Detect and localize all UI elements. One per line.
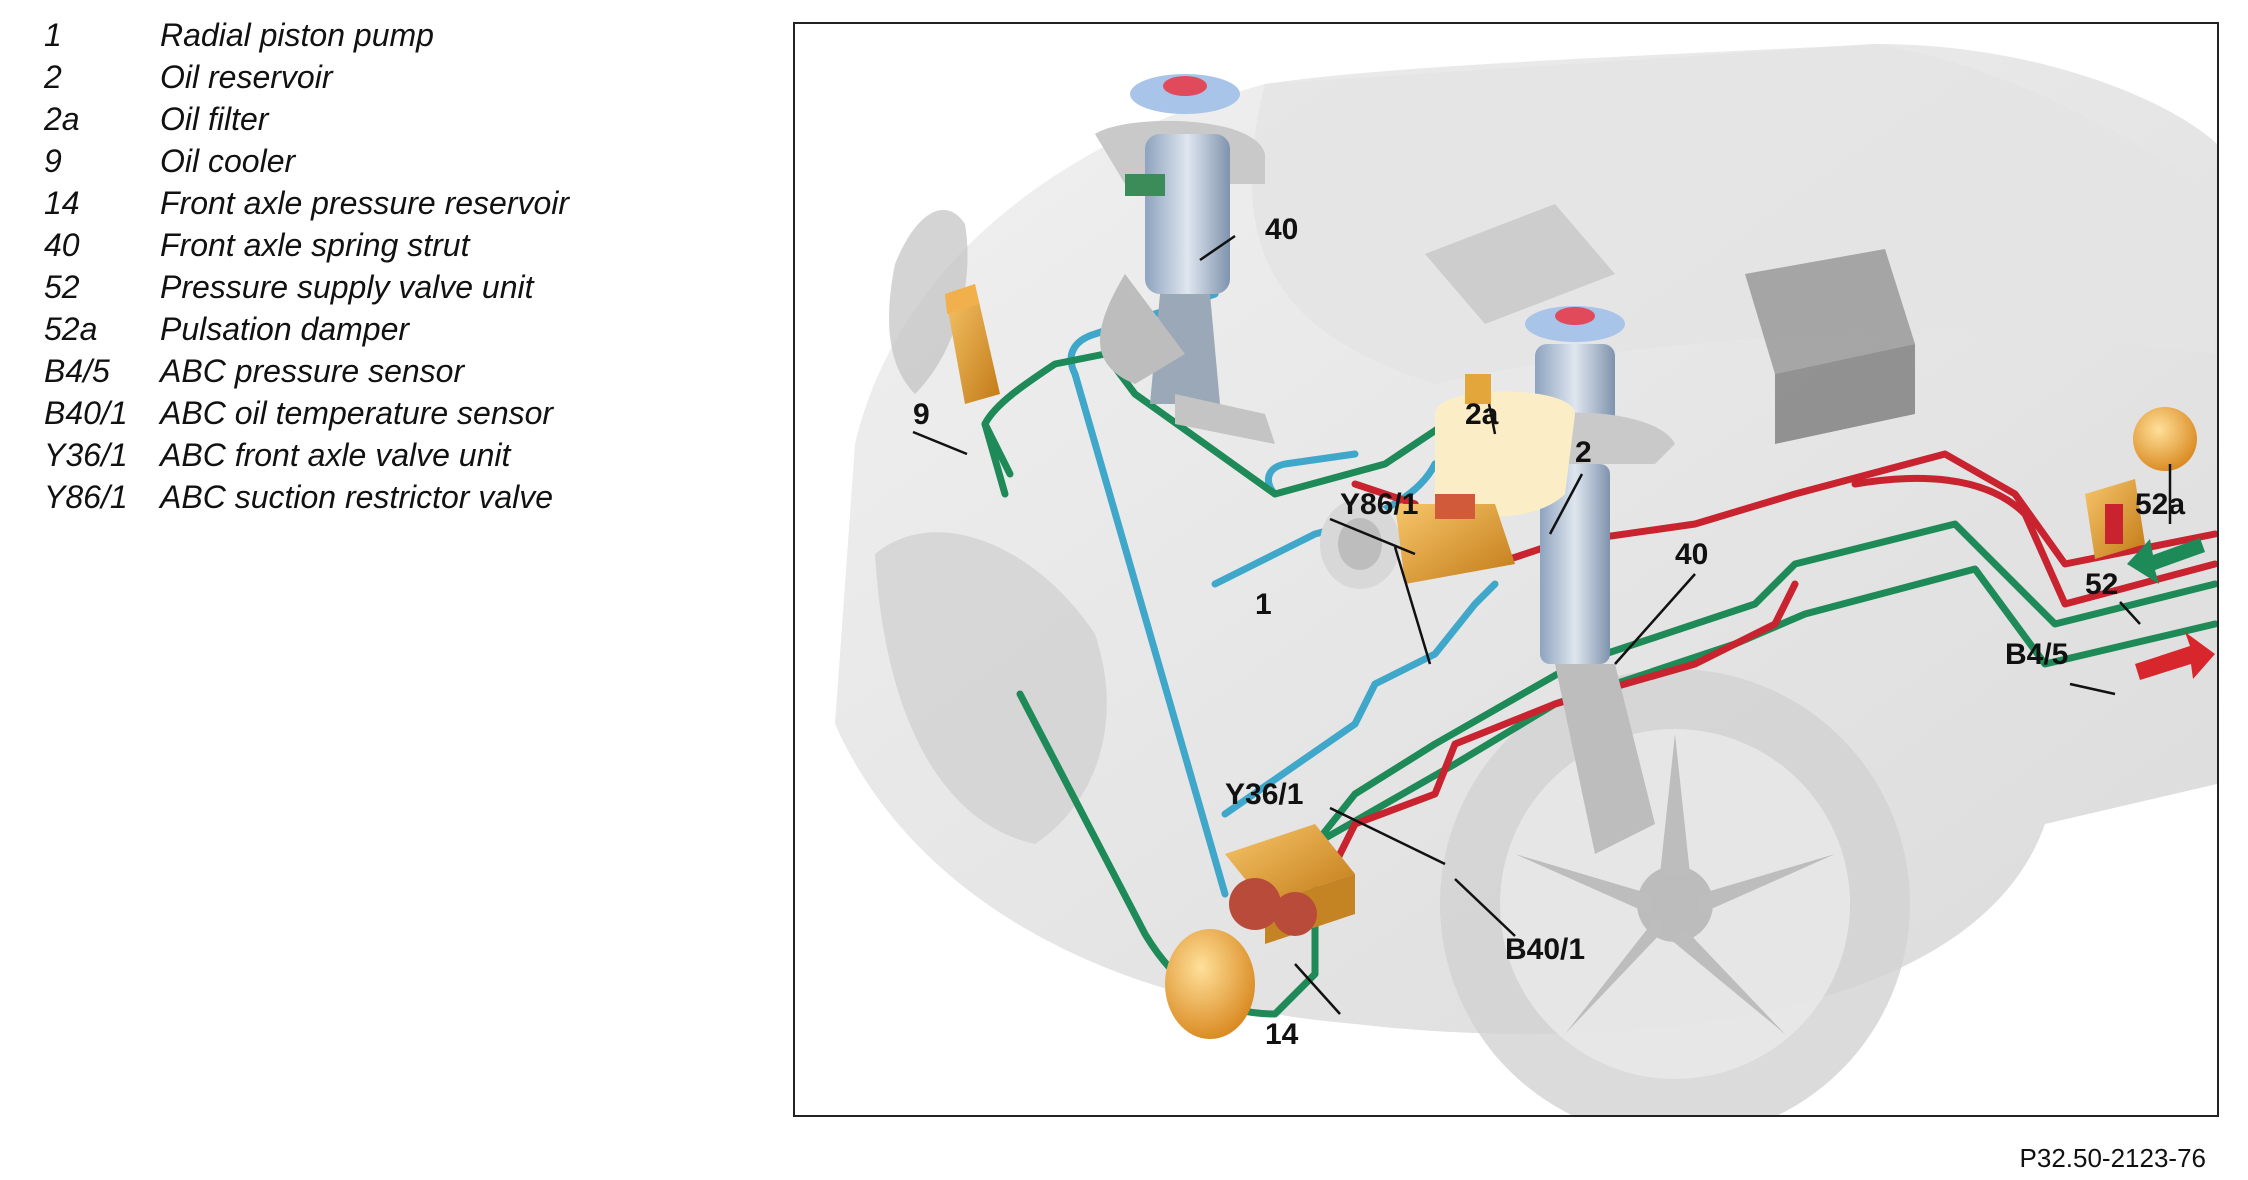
legend-code: 2 <box>44 59 62 95</box>
legend-item: Y36/1 ABC front axle valve unit <box>44 434 764 476</box>
legend-item: 52 Pressure supply valve unit <box>44 266 764 308</box>
pressure-flow-arrow <box>2135 632 2215 680</box>
legend-code: Y36/1 <box>44 437 128 473</box>
legend-item: 14 Front axle pressure reservoir <box>44 182 764 224</box>
legend-code: 1 <box>44 17 62 53</box>
legend-label: ABC suction restrictor valve <box>160 479 554 515</box>
legend-item: 2a Oil filter <box>44 98 764 140</box>
legend-code: 52 <box>44 269 80 305</box>
callout-1: 1 <box>1255 588 1272 621</box>
callout-b40-1: B40/1 <box>1505 933 1585 966</box>
legend-item: Y86/1 ABC suction restrictor valve <box>44 476 764 518</box>
front-axle-pressure-reservoir <box>1165 929 1255 1039</box>
legend-code: 40 <box>44 227 80 263</box>
flow-arrows <box>2127 538 2215 680</box>
legend-label: Oil reservoir <box>160 59 333 95</box>
radial-piston-pump <box>1320 494 1515 589</box>
front-axle-valve-unit <box>1225 824 1355 944</box>
callout-52a: 52a <box>2135 488 2185 521</box>
legend-item: B4/5 ABC pressure sensor <box>44 350 764 392</box>
legend-code: 2a <box>44 101 80 137</box>
callout-b4-5: B4/5 <box>2005 638 2068 671</box>
legend-item: 1 Radial piston pump <box>44 14 764 56</box>
callout-2: 2 <box>1575 436 1592 469</box>
legend-item: 9 Oil cooler <box>44 140 764 182</box>
legend-code: Y86/1 <box>44 479 128 515</box>
callout-y86-1: Y86/1 <box>1340 488 1418 521</box>
legend-label: Front axle spring strut <box>160 227 470 263</box>
battery <box>1745 249 1915 444</box>
figure-reference-code: P32.50-2123-76 <box>2019 1143 2206 1173</box>
oil-cooler <box>945 284 1000 404</box>
leader-lines <box>912 234 2172 1015</box>
callout-labels: 40 9 2a 2 Y86/1 1 40 52a 52 B4/5 Y36/1 B… <box>913 213 2185 1051</box>
legend-label: Oil cooler <box>160 143 296 179</box>
callout-y36-1: Y36/1 <box>1225 778 1303 811</box>
legend-item: 2 Oil reservoir <box>44 56 764 98</box>
legend-label: Pulsation damper <box>160 311 410 347</box>
oil-reservoir <box>1435 374 1575 517</box>
callout-40-right: 40 <box>1675 538 1708 571</box>
callout-2a: 2a <box>1465 398 1499 431</box>
legend-item: 52a Pulsation damper <box>44 308 764 350</box>
return-flow-arrow <box>2127 538 2205 584</box>
legend-code: 9 <box>44 143 62 179</box>
legend-item: B40/1 ABC oil temperature sensor <box>44 392 764 434</box>
legend-label: ABC pressure sensor <box>160 353 465 389</box>
diagram-frame: 40 9 2a 2 Y86/1 1 40 52a 52 B4/5 Y36/1 B… <box>793 22 2219 1117</box>
callout-9: 9 <box>913 398 930 431</box>
legend-code: 14 <box>44 185 80 221</box>
legend-label: Oil filter <box>160 101 269 137</box>
callout-40: 40 <box>1265 213 1298 246</box>
legend-code: B4/5 <box>44 353 110 389</box>
callout-52: 52 <box>2085 568 2118 601</box>
pressure-supply-valve-unit <box>2085 479 2145 559</box>
legend-label: ABC front axle valve unit <box>160 437 511 473</box>
pulsation-damper <box>2133 407 2197 471</box>
legend-label: ABC oil temperature sensor <box>160 395 554 431</box>
legend-label: Front axle pressure reservoir <box>160 185 570 221</box>
legend-label: Pressure supply valve unit <box>160 269 534 305</box>
legend-code: 52a <box>44 311 98 347</box>
legend-code: B40/1 <box>44 395 128 431</box>
legend-label: Radial piston pump <box>160 17 434 53</box>
legend-item: 40 Front axle spring strut <box>44 224 764 266</box>
oil-filter-cap <box>1465 374 1491 404</box>
callout-14: 14 <box>1265 1018 1299 1051</box>
hydraulic-system-illustration: 40 9 2a 2 Y86/1 1 40 52a 52 B4/5 Y36/1 B… <box>835 44 2217 1115</box>
